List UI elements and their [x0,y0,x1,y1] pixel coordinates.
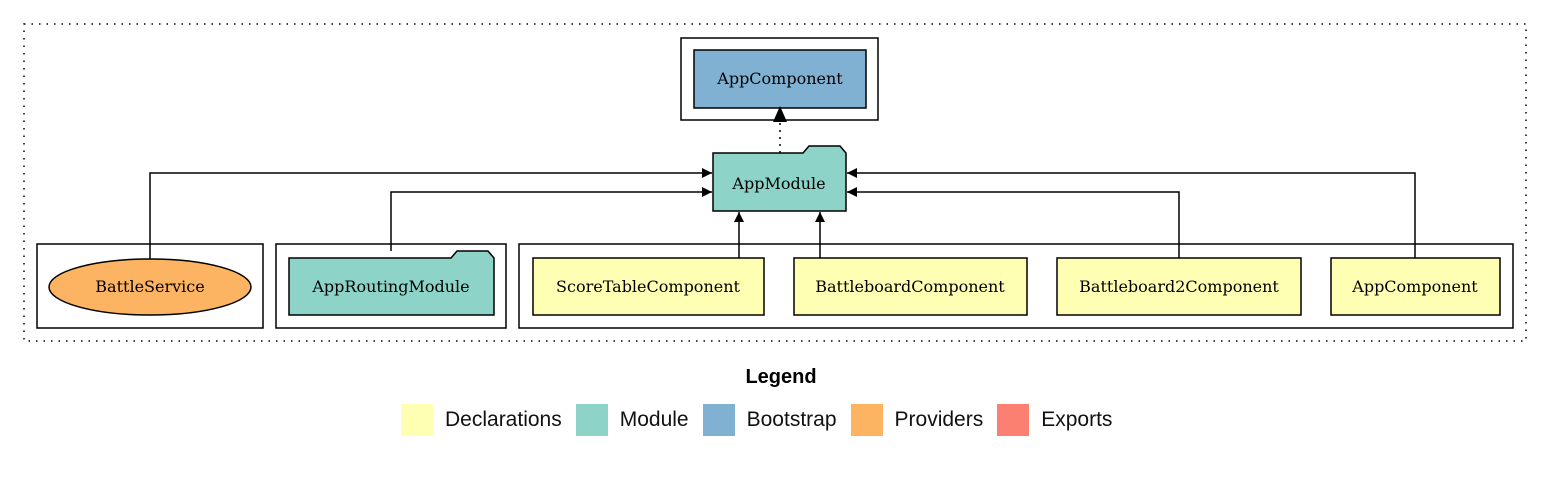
legend-items: Declarations Module Bootstrap Providers … [401,404,1126,436]
battleboard2-component-node[interactable]: Battleboard2Component [1056,257,1302,316]
legend-item-declarations: Declarations [401,404,562,436]
bootstrap-app-component-node[interactable]: AppComponent [693,49,867,109]
module-dependency-diagram: AppComponent AppModule BattleService App… [23,23,1527,342]
providers-swatch [850,404,883,436]
battle-service-node[interactable]: BattleService [48,258,252,316]
exports-swatch [997,404,1030,436]
edge-app-routing-module-to-app-module [390,187,712,251]
legend-label-exports: Exports [1041,408,1113,431]
app-module-label: AppModule [731,174,825,193]
bootstrap-swatch [702,404,735,436]
battleboard2-component-label: Battleboard2Component [1079,277,1279,296]
legend-item-providers: Providers [850,404,984,436]
declared-app-component-label: AppComponent [1351,277,1478,296]
edge-battleboard2-component-to-app-module [847,187,1180,258]
battleboard-component-label: BattleboardComponent [815,277,1005,296]
app-routing-module-label: AppRoutingModule [311,277,469,296]
app-module-node[interactable]: AppModule [712,145,847,212]
legend-item-exports: Exports [997,404,1112,436]
legend: Legend Declarations Module Bootstrap Pro… [0,360,1552,488]
legend-item-module: Module [575,404,689,436]
battleboard-component-node[interactable]: BattleboardComponent [793,257,1028,316]
module-swatch [575,404,608,436]
edge-declared-app-component-to-app-module [847,168,1416,258]
legend-label-declarations: Declarations [445,408,562,431]
edge-battle-service-to-app-module [149,168,712,259]
declarations-swatch [401,404,433,436]
bootstrap-app-component-label: AppComponent [716,69,843,88]
score-table-component-label: ScoreTableComponent [556,277,740,296]
declared-app-component-node[interactable]: AppComponent [1330,257,1501,316]
battle-service-label: BattleService [95,277,204,296]
score-table-component-node[interactable]: ScoreTableComponent [532,257,765,316]
app-routing-module-node[interactable]: AppRoutingModule [288,250,495,316]
legend-label-module: Module [619,408,689,431]
app-module-cluster [23,23,1527,342]
legend-label-bootstrap: Bootstrap [746,408,837,431]
legend-item-bootstrap: Bootstrap [702,404,837,436]
declarations-cluster [518,243,1514,329]
legend-title: Legend [745,366,817,388]
legend-label-providers: Providers [894,408,984,431]
bootstrap-edge [773,106,787,153]
